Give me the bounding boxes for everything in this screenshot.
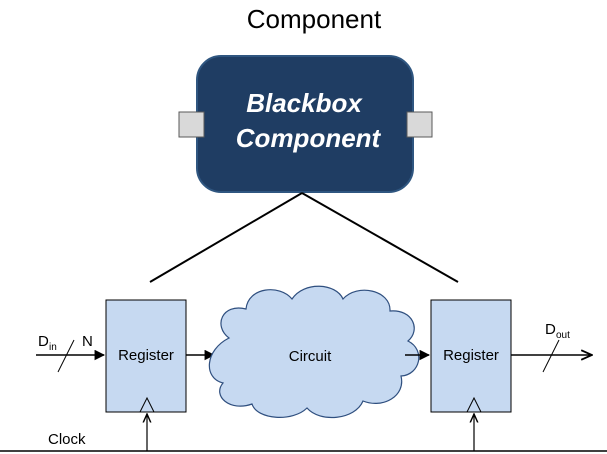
output-bus-slash [542, 339, 560, 373]
register-right-label: Register [443, 347, 499, 364]
input-label-main: D [38, 333, 49, 350]
output-label-main: D [545, 321, 556, 338]
register-right-clock-marker [466, 396, 482, 413]
zoom-line-left [149, 192, 303, 283]
register-left-label: Register [118, 347, 174, 364]
clock-label: Clock [48, 431, 86, 448]
circuit-label: Circuit [289, 348, 332, 365]
blackbox-input-port [178, 111, 205, 138]
register-left [105, 299, 187, 413]
input-label: D in [38, 333, 57, 353]
output-label: D out [545, 321, 570, 341]
register-right [430, 299, 512, 413]
blackbox-output-port [406, 111, 433, 138]
blackbox-label-line2: Component [236, 123, 382, 153]
bus-width-label: N [82, 333, 93, 350]
output-label-sub: out [556, 330, 570, 341]
input-bus-slash [57, 339, 75, 373]
input-label-sub: in [49, 342, 57, 353]
blackbox-component: Blackbox Component [178, 55, 433, 193]
register-left-clock-marker [139, 396, 155, 413]
circuit-cloud: Circuit [208, 285, 420, 419]
blackbox-label-line1: Blackbox [246, 88, 363, 118]
circuit-cloud-shape [208, 285, 420, 419]
zoom-line-right [301, 192, 459, 283]
diagram-title: Component [247, 4, 382, 34]
